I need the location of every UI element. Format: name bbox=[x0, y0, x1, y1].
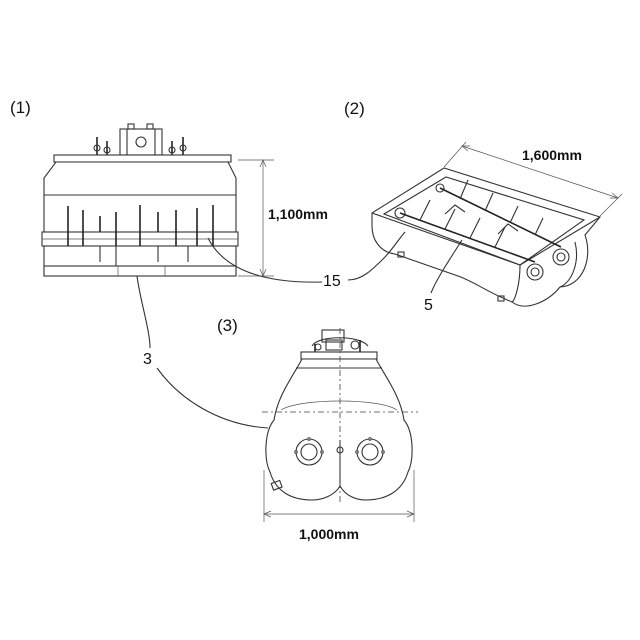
height-dimension: 1,100mm bbox=[238, 160, 328, 276]
view2-label: (2) bbox=[344, 99, 365, 118]
view1-bottom-plate bbox=[44, 266, 236, 276]
height-dimension-label: 1,100mm bbox=[268, 206, 328, 222]
view3-end-elevation: (3) bbox=[217, 316, 418, 505]
view1-top-plate bbox=[54, 155, 231, 162]
ref-3-label: 3 bbox=[143, 351, 152, 368]
leader-3 bbox=[137, 276, 150, 348]
view1-label: (1) bbox=[10, 98, 31, 117]
ref-15-label: 15 bbox=[323, 273, 341, 290]
view1-side-elevation: (1) bbox=[10, 98, 238, 276]
view1-top-nozzle bbox=[94, 124, 186, 155]
width-dimension-label: 1,000mm bbox=[299, 526, 359, 542]
ref-5-label: 5 bbox=[424, 297, 433, 314]
view3-vessel-body bbox=[266, 359, 412, 500]
leader-3-lower bbox=[157, 368, 268, 428]
view3-top-flange bbox=[301, 352, 377, 359]
length-dimension-label: 1,600mm bbox=[522, 147, 582, 163]
view2-isometric: (2) bbox=[344, 99, 600, 306]
view3-label: (3) bbox=[217, 316, 238, 335]
